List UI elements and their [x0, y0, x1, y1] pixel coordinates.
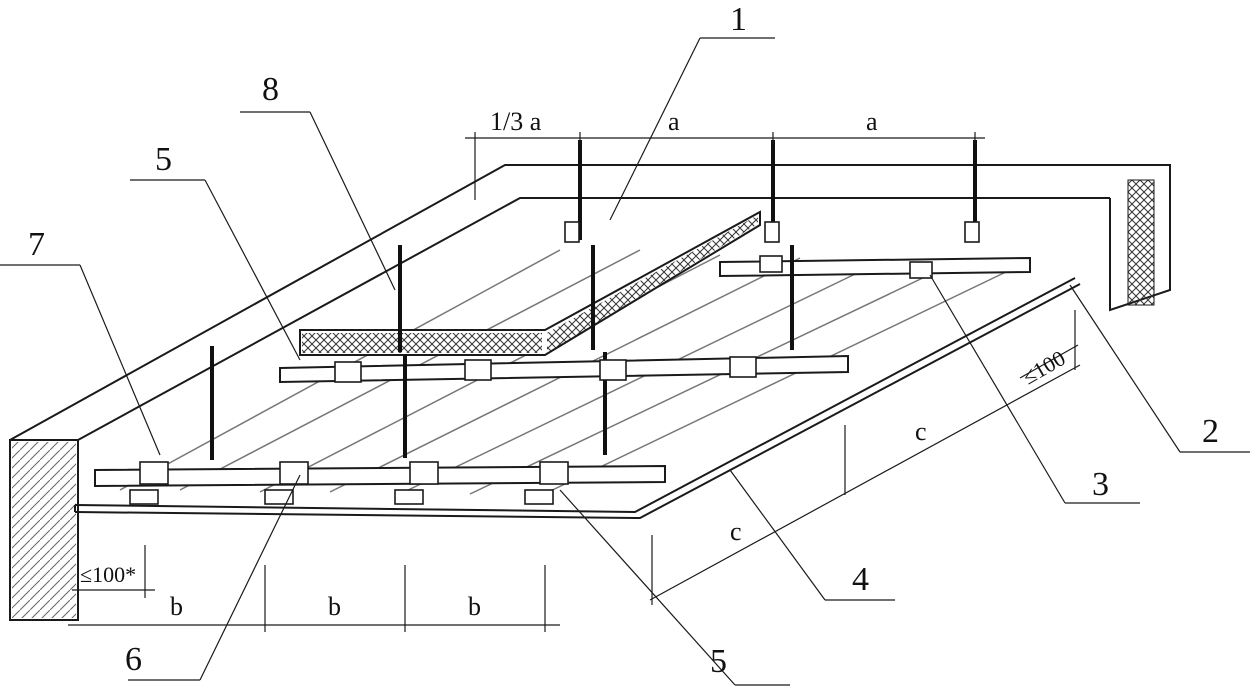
dim-b-2: b: [328, 592, 341, 621]
callout-4: 4: [852, 561, 869, 598]
right-wall-insulation: [1127, 179, 1155, 306]
callout-3: 3: [1092, 466, 1109, 503]
dim-a-2: a: [866, 107, 878, 136]
leader-lines: [0, 37, 1250, 686]
dim-c-2: c: [915, 417, 927, 446]
dim-one-third-a: 1/3 a: [490, 107, 542, 136]
callout-1: 1: [730, 1, 747, 38]
wall-outline: [9, 164, 1171, 621]
callout-8: 8: [262, 71, 279, 108]
dim-a-1: a: [668, 107, 680, 136]
dim-b-3: b: [468, 592, 481, 621]
dim-b-1: b: [170, 592, 183, 621]
dim-max-100: ≤100: [1018, 345, 1070, 389]
dimension-lines: [68, 132, 1081, 632]
hanger-rods: [210, 140, 977, 460]
callout-5-bottom: 5: [710, 643, 727, 680]
connector-brackets: [129, 221, 980, 505]
dim-max-100-star: ≤100*: [80, 562, 136, 587]
callout-7: 7: [28, 226, 45, 263]
dim-c-1: c: [730, 517, 742, 546]
ceiling-board-plane: [74, 277, 1081, 520]
callout-2: 2: [1202, 413, 1219, 450]
main-channels: [94, 256, 1031, 488]
left-wall-section: [12, 442, 76, 618]
callout-5-top: 5: [155, 141, 172, 178]
insulation-slab: [299, 210, 761, 356]
callout-6: 6: [125, 641, 142, 678]
